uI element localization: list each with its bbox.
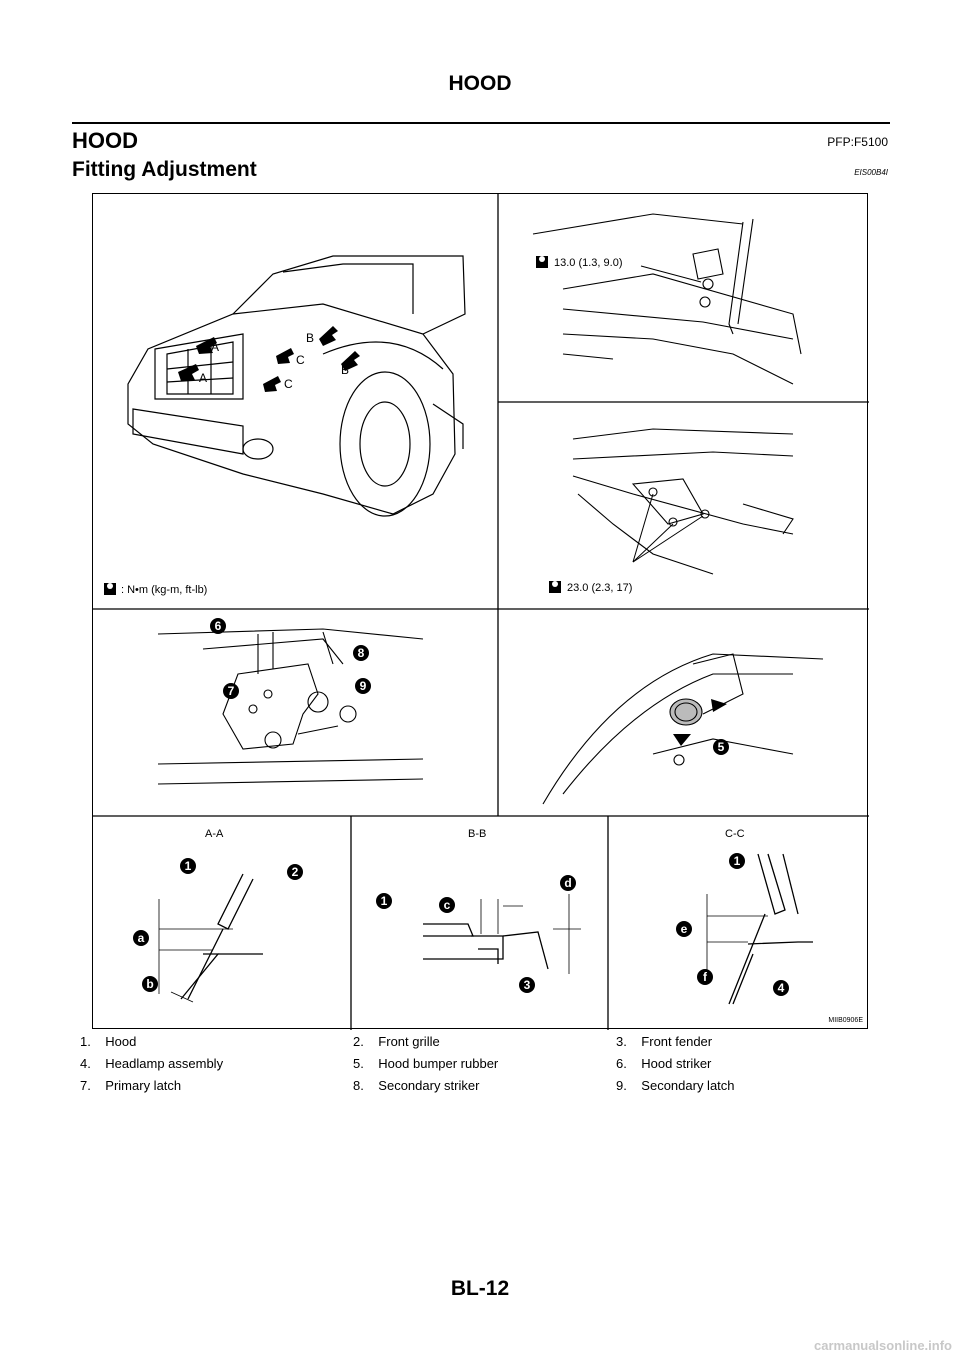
view-label-b: B bbox=[306, 331, 314, 345]
legend-item-2: 2. Front grille bbox=[353, 1034, 440, 1049]
legend-number: 4. bbox=[80, 1056, 91, 1071]
legend-item-1: 1. Hood bbox=[80, 1034, 136, 1049]
legend-label: Secondary striker bbox=[378, 1078, 480, 1093]
figure-drawing: A A B B C C : N•m (kg-m, ft-lb) 13.0 (1.… bbox=[93, 194, 869, 1030]
section-title-a-a: A-A bbox=[205, 828, 224, 840]
hood-hinge-illustration bbox=[532, 213, 802, 385]
view-label-c: C bbox=[296, 353, 305, 367]
part-code: PFP:F5100 bbox=[827, 135, 888, 149]
torque-upper-label: 13.0 (1.3, 9.0) bbox=[554, 257, 623, 269]
callout-1: 1 bbox=[185, 859, 192, 873]
legend-label: Front fender bbox=[641, 1034, 713, 1049]
legend-label: Secondary latch bbox=[641, 1078, 735, 1093]
legend-item-8: 8. Secondary striker bbox=[353, 1078, 479, 1093]
section-a-a-drawing bbox=[180, 873, 263, 1000]
torque-lower-label: 23.0 (2.3, 17) bbox=[567, 582, 632, 594]
view-label-b: B bbox=[341, 363, 349, 377]
legend-number: 2. bbox=[353, 1034, 364, 1049]
section-c-c-drawing bbox=[728, 853, 813, 1005]
subsection-title: Fitting Adjustment bbox=[72, 158, 257, 181]
callout-2: 2 bbox=[292, 865, 299, 879]
callout-9: 9 bbox=[360, 679, 367, 693]
legend-number: 1. bbox=[80, 1034, 91, 1049]
figure-id: MIIB0906E bbox=[828, 1017, 863, 1024]
legend-label: Front grille bbox=[378, 1034, 440, 1049]
hood-lock-illustration bbox=[572, 428, 794, 575]
watermark: carmanualsonline.info bbox=[814, 1338, 952, 1353]
view-labels: A A B B C C bbox=[199, 331, 349, 391]
view-label-a: A bbox=[211, 340, 219, 354]
legend-label: Hood bumper rubber bbox=[378, 1056, 499, 1071]
legend-number: 8. bbox=[353, 1078, 364, 1093]
letter-e: e bbox=[681, 922, 688, 936]
callout-4: 4 bbox=[778, 981, 785, 995]
running-header: HOOD bbox=[448, 72, 512, 95]
view-arrows bbox=[178, 326, 360, 392]
callout-8: 8 bbox=[358, 646, 365, 660]
legend-item-3: 3. Front fender bbox=[616, 1034, 712, 1049]
wrench-icon bbox=[104, 583, 116, 595]
callout-6: 6 bbox=[215, 619, 222, 633]
header-rule bbox=[72, 122, 890, 124]
legend-number: 5. bbox=[353, 1056, 364, 1071]
letter-f: f bbox=[703, 970, 708, 984]
legend-item-5: 5. Hood bumper rubber bbox=[353, 1056, 498, 1071]
document-code: EIS00B4I bbox=[854, 168, 888, 177]
letter-a: a bbox=[138, 931, 145, 945]
legend-label: Hood bbox=[105, 1034, 137, 1049]
hood-adjustment-figure: A A B B C C : N•m (kg-m, ft-lb) 13.0 (1.… bbox=[92, 193, 869, 1030]
wrench-icon bbox=[549, 581, 561, 593]
callout-1: 1 bbox=[734, 854, 741, 868]
legend-item-7: 7. Primary latch bbox=[80, 1078, 181, 1093]
legend-label: Hood striker bbox=[641, 1056, 712, 1071]
callout-3: 3 bbox=[524, 978, 531, 992]
legend-number: 7. bbox=[80, 1078, 91, 1093]
section-title: HOOD bbox=[72, 128, 138, 153]
legend-number: 9. bbox=[616, 1078, 627, 1093]
torque-units-label: : N•m (kg-m, ft-lb) bbox=[121, 584, 207, 596]
legend-number: 3. bbox=[616, 1034, 627, 1049]
view-label-a: A bbox=[199, 371, 207, 385]
section-title-c-c: C-C bbox=[725, 828, 745, 840]
legend-number: 6. bbox=[616, 1056, 627, 1071]
bumper-rubber-illustration bbox=[542, 653, 824, 805]
legend-label: Primary latch bbox=[105, 1078, 182, 1093]
page-number: BL-12 bbox=[450, 1277, 510, 1300]
letter-c: c bbox=[444, 898, 451, 912]
section-b-b-drawing bbox=[423, 923, 549, 970]
callout-1: 1 bbox=[381, 894, 388, 908]
callout-markers: 6 8 7 9 5 1 2 1 3 1 4 a b c d e f bbox=[133, 618, 789, 996]
legend-item-6: 6. Hood striker bbox=[616, 1056, 711, 1071]
callout-5: 5 bbox=[718, 740, 725, 754]
callout-7: 7 bbox=[228, 684, 235, 698]
letter-d: d bbox=[564, 876, 571, 890]
legend-item-9: 9. Secondary latch bbox=[616, 1078, 735, 1093]
view-label-c: C bbox=[284, 377, 293, 391]
legend-item-4: 4. Headlamp assembly bbox=[80, 1056, 223, 1071]
vehicle-illustration bbox=[127, 255, 466, 517]
letter-b: b bbox=[146, 977, 153, 991]
legend-label: Headlamp assembly bbox=[105, 1056, 224, 1071]
latch-illustration bbox=[157, 628, 424, 785]
wrench-icon bbox=[536, 256, 548, 268]
section-title-b-b: B-B bbox=[468, 828, 486, 840]
